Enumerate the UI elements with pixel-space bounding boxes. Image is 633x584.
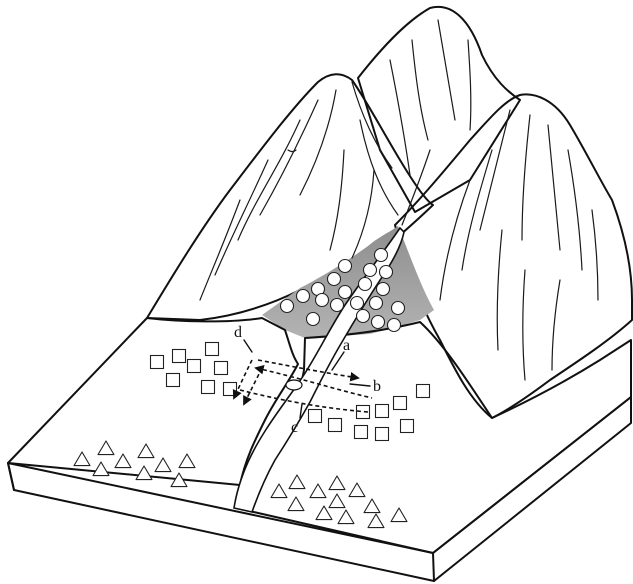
triangle-marker bbox=[155, 458, 171, 472]
label-c: c bbox=[291, 419, 298, 436]
circle-marker bbox=[388, 319, 401, 332]
square-marker bbox=[394, 397, 407, 410]
square-marker bbox=[355, 426, 368, 439]
triangle-marker bbox=[115, 454, 131, 468]
triangle-marker bbox=[138, 444, 154, 458]
square-marker bbox=[376, 405, 389, 418]
circle-marker bbox=[392, 302, 405, 315]
square-marker bbox=[202, 381, 215, 394]
triangle-marker bbox=[310, 484, 326, 498]
triangle-marker bbox=[364, 499, 380, 513]
triangle-marker bbox=[93, 462, 109, 476]
triangle-marker bbox=[349, 483, 365, 497]
circle-marker bbox=[357, 310, 370, 323]
block-front-edge bbox=[8, 463, 14, 490]
triangle-marker bbox=[288, 497, 304, 511]
triangle-marker bbox=[391, 508, 407, 522]
square-marker bbox=[417, 385, 430, 398]
square-marker bbox=[188, 360, 201, 373]
square-marker bbox=[329, 419, 342, 432]
circle-marker bbox=[339, 286, 352, 299]
label-d: d bbox=[234, 324, 242, 341]
circle-marker bbox=[372, 316, 385, 329]
back-mountain bbox=[358, 7, 520, 212]
square-marker bbox=[206, 343, 219, 356]
square-marker bbox=[173, 350, 186, 363]
triangle-marker bbox=[368, 514, 384, 528]
triangle-marker bbox=[179, 454, 195, 468]
square-marker bbox=[376, 428, 389, 441]
square-marker bbox=[224, 383, 237, 396]
river bbox=[234, 228, 404, 512]
label-b: b bbox=[373, 378, 381, 395]
circle-marker bbox=[370, 297, 383, 310]
square-marker bbox=[167, 374, 180, 387]
circle-marker bbox=[316, 294, 329, 307]
label-a: a bbox=[343, 337, 350, 354]
circle-marker bbox=[281, 300, 294, 313]
circle-marker bbox=[364, 264, 377, 277]
square-marker bbox=[215, 362, 228, 375]
block-corner-edge bbox=[433, 553, 434, 581]
triangle-marker bbox=[329, 476, 345, 490]
circle-marker bbox=[339, 260, 352, 273]
circle-marker bbox=[380, 266, 393, 279]
circle-marker bbox=[351, 297, 364, 310]
triangle-marker bbox=[98, 441, 114, 455]
triangle-marker bbox=[74, 452, 90, 466]
arrow-d2 bbox=[244, 368, 262, 404]
circle-marker bbox=[297, 290, 310, 303]
right-plain bbox=[245, 322, 631, 553]
circle-marker bbox=[375, 249, 388, 262]
circle-marker bbox=[331, 299, 344, 312]
square-marker bbox=[309, 410, 322, 423]
triangle-marker bbox=[136, 466, 152, 480]
triangle-marker bbox=[338, 510, 354, 524]
square-marker bbox=[401, 420, 414, 433]
triangle-marker bbox=[289, 475, 305, 489]
circle-marker bbox=[328, 273, 341, 286]
river-crossing-point bbox=[286, 380, 302, 390]
triangle-marker bbox=[271, 484, 287, 498]
circle-marker bbox=[307, 313, 320, 326]
circle-marker bbox=[377, 283, 390, 296]
circle-marker bbox=[359, 278, 372, 291]
triangle-marker bbox=[329, 494, 345, 508]
square-marker bbox=[151, 356, 164, 369]
